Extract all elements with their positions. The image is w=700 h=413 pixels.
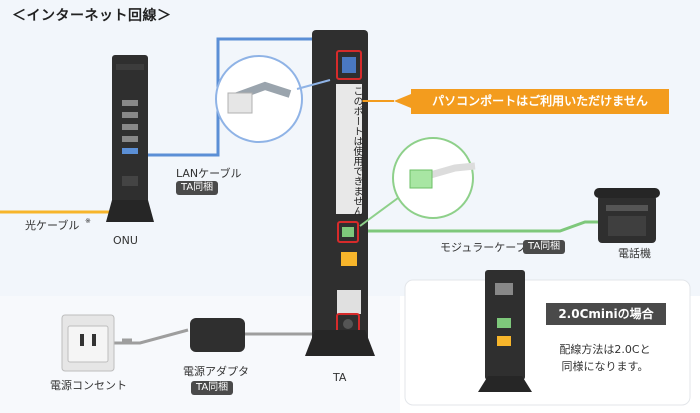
telephone-icon [594, 188, 660, 243]
lan-cable-label: LANケーブル [176, 167, 242, 180]
outlet-icon [61, 314, 115, 372]
callout-arrow [394, 94, 411, 108]
mini-description-line1: 配線方法は2.0Cと [559, 343, 651, 356]
lan-plug-zoom [215, 55, 331, 143]
mini-description: 配線方法は2.0Cと 同様になります。 [535, 341, 675, 375]
onu-label: ONU [113, 234, 138, 247]
mini-panel [404, 270, 691, 406]
lan-cable-badge: TA同梱 [176, 181, 219, 195]
ta-label: TA [333, 371, 347, 384]
mini-description-line2: 同様になります。 [561, 360, 649, 373]
hikari-cable-label: 光ケーブル [25, 219, 80, 232]
mini-title: 2.0Cminiの場合 [546, 303, 666, 325]
page-title: ＜インターネット回線＞ [12, 8, 172, 24]
modular-cable [358, 220, 600, 233]
hikari-cable-mark: ※ [85, 217, 91, 225]
callout-banner: パソコンポートはご利用いただけません [411, 89, 669, 114]
power-adapter-icon [122, 318, 245, 352]
adapter-badge: TA同梱 [191, 381, 234, 395]
port-notice-vertical: このポートは使用できません [351, 86, 362, 216]
adapter-label: 電源アダプタ [183, 365, 249, 378]
modular-cable-badge: TA同梱 [523, 240, 566, 254]
telephone-label: 電話機 [618, 247, 651, 260]
onu-device [106, 55, 154, 222]
ta-device [305, 30, 375, 356]
modular-plug-zoom [359, 137, 476, 227]
outlet-label: 電源コンセント [50, 379, 127, 392]
modular-cable-label: モジュラーケーブル [440, 241, 538, 254]
